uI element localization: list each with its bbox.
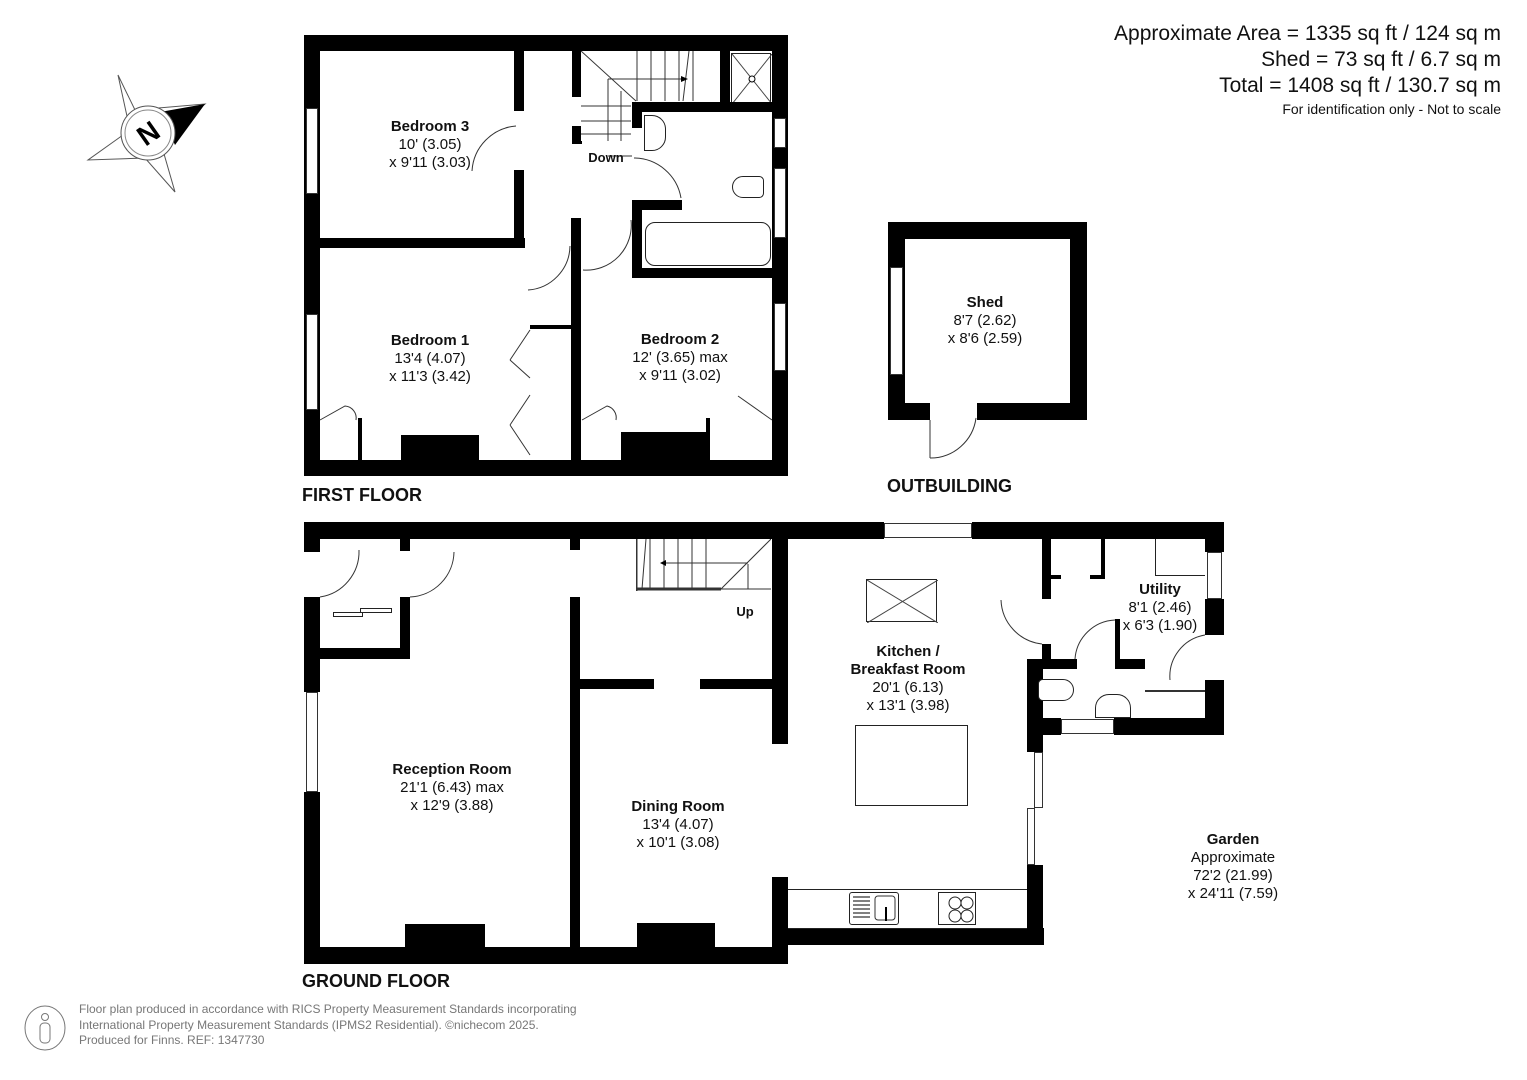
utility-unit	[1155, 539, 1205, 576]
area-main: Approximate Area = 1335 sq ft / 124 sq m	[1114, 22, 1501, 45]
stairs-down-label: Down	[588, 150, 624, 165]
stairs-up	[634, 538, 772, 591]
area-summary: Approximate Area = 1335 sq ft / 124 sq m…	[1114, 21, 1501, 119]
bath-icon	[645, 222, 771, 266]
first-floor-label: FIRST FLOOR	[302, 485, 422, 505]
svg-text:N: N	[131, 115, 165, 152]
outbuilding-label: OUTBUILDING	[887, 476, 1012, 496]
area-total: Total = 1408 sq ft / 130.7 sq m	[1219, 74, 1501, 97]
compass-icon: N	[86, 74, 207, 193]
person-logo-icon	[24, 1005, 66, 1051]
skylight	[866, 579, 939, 624]
ground-floor-label: GROUND FLOOR	[302, 971, 450, 991]
shower-tray	[731, 53, 773, 105]
washbasin-icon	[644, 115, 666, 151]
wc-basin-icon	[1095, 694, 1131, 718]
area-shed: Shed = 73 sq ft / 6.7 sq m	[1261, 48, 1501, 71]
worktop	[788, 889, 1028, 929]
stairs-up-label: Up	[736, 604, 754, 619]
toilet-icon	[732, 176, 764, 198]
footer-text: Floor plan produced in accordance with R…	[79, 1002, 577, 1047]
sink-icon	[849, 892, 899, 925]
hob-icon	[938, 892, 976, 925]
wc-toilet-icon	[1038, 679, 1074, 701]
kitchen-island	[855, 725, 968, 806]
scale-note: For identification only - Not to scale	[1282, 101, 1501, 117]
